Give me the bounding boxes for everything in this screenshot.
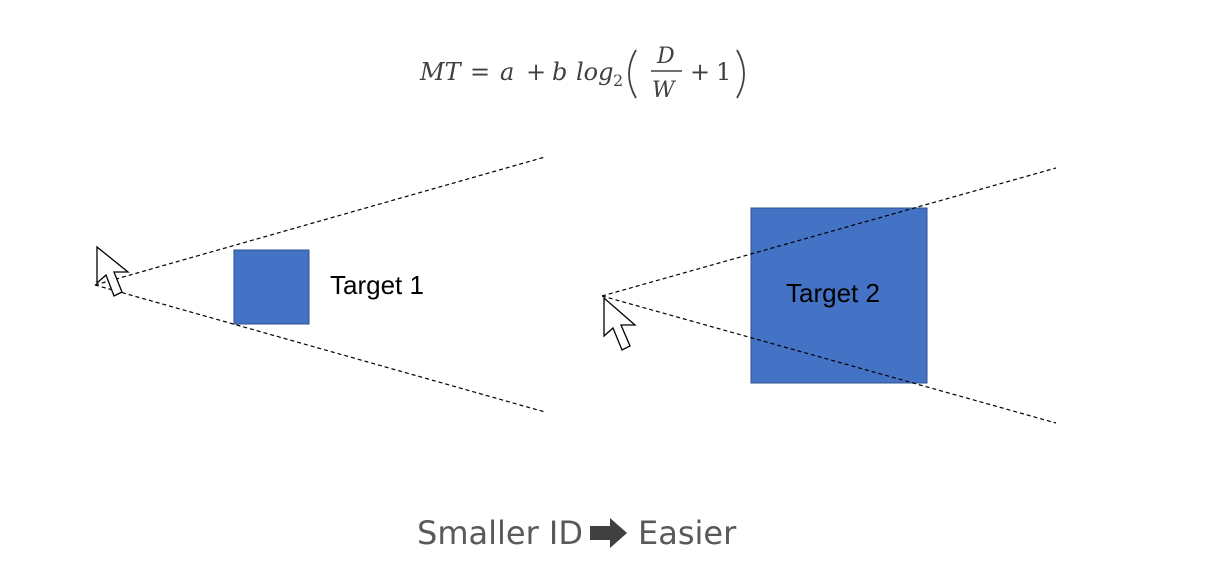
formula-one: 1 bbox=[716, 58, 731, 86]
formula-right-paren bbox=[736, 49, 745, 99]
formula-numerator: D bbox=[656, 44, 675, 69]
caption-right-text: Easier bbox=[638, 514, 737, 552]
scenario-target-2: Target 2 bbox=[601, 167, 1057, 424]
caption: Smaller ID Easier bbox=[417, 514, 737, 552]
formula-denominator: W bbox=[652, 78, 677, 103]
cursor-arrow-icon bbox=[96, 245, 130, 297]
formula-plus-1: + bbox=[526, 58, 546, 86]
formula-log: log bbox=[576, 58, 614, 86]
bold-right-arrow-icon bbox=[590, 518, 627, 548]
formula-left-paren bbox=[628, 49, 637, 99]
target-1-label: Target 1 bbox=[330, 270, 424, 300]
guide-line-upper-2 bbox=[601, 167, 1057, 297]
formula-lhs: MT bbox=[419, 58, 463, 86]
target-2-label: Target 2 bbox=[786, 278, 880, 308]
guide-line-lower-1 bbox=[94, 284, 546, 413]
cursor-arrow-icon bbox=[603, 296, 637, 351]
guide-line-upper-1 bbox=[94, 156, 546, 286]
fitts-formula: MT = a + b log 2 D W + 1 bbox=[419, 44, 745, 103]
formula-plus-2: + bbox=[690, 58, 710, 86]
formula-equals: = bbox=[470, 58, 490, 86]
scenario-target-1: Target 1 bbox=[94, 156, 546, 413]
caption-left-text: Smaller ID bbox=[417, 514, 583, 552]
formula-a: a bbox=[500, 58, 514, 86]
guide-line-lower-2 bbox=[601, 295, 1057, 424]
formula-b: b bbox=[552, 58, 567, 86]
target-1-box bbox=[233, 249, 310, 325]
formula-log-base: 2 bbox=[613, 71, 623, 90]
target-2-box bbox=[750, 207, 928, 384]
